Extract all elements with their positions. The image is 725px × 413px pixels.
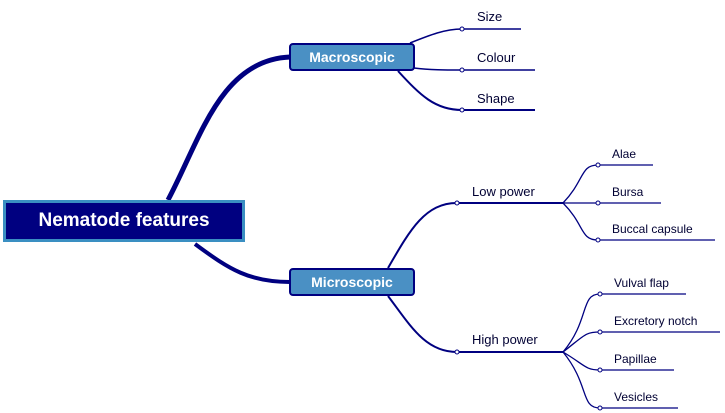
root-node[interactable]: Nematode features xyxy=(3,200,245,242)
node-macroscopic[interactable]: Macroscopic xyxy=(289,43,415,71)
node-high-power[interactable]: High power xyxy=(472,332,538,347)
link-low-power xyxy=(387,202,563,269)
node-colour[interactable]: Colour xyxy=(477,50,516,65)
link-root-macroscopic xyxy=(165,54,291,202)
node-vulval-flap[interactable]: Vulval flap xyxy=(614,276,669,290)
node-alae[interactable]: Alae xyxy=(612,147,637,161)
link-size xyxy=(409,28,521,44)
node-label: Macroscopic xyxy=(309,49,395,65)
node-label: Microscopic xyxy=(311,274,393,290)
node-microscopic[interactable]: Microscopic xyxy=(289,268,415,296)
node-papillae[interactable]: Papillae xyxy=(614,352,657,366)
node-bursa[interactable]: Bursa xyxy=(612,185,644,199)
node-buccal-capsule[interactable]: Buccal capsule xyxy=(612,222,693,236)
node-vesicles[interactable]: Vesicles xyxy=(614,390,659,404)
link-excretory-notch xyxy=(562,331,720,353)
node-shape[interactable]: Shape xyxy=(477,91,515,106)
node-size[interactable]: Size xyxy=(477,9,503,24)
link-colour xyxy=(413,67,535,71)
link-root-microscopic xyxy=(193,242,291,284)
node-excretory-notch[interactable]: Excretory notch xyxy=(614,314,698,328)
node-low-power[interactable]: Low power xyxy=(472,184,535,199)
root-label: Nematode features xyxy=(38,210,210,231)
